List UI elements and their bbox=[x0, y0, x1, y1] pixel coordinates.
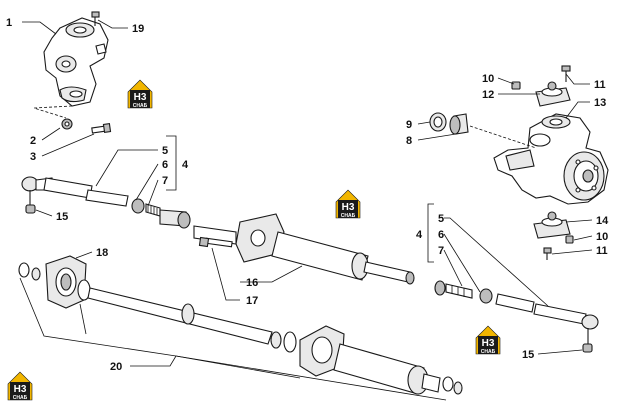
callout-labels: 1 19 2 3 10 11 12 13 9 8 5 6 7 4 15 14 1… bbox=[6, 17, 609, 373]
callout-15-left: 15 bbox=[56, 211, 68, 223]
bolt-19 bbox=[91, 11, 100, 26]
logo-mark: H3 bbox=[14, 384, 27, 395]
callout-13: 13 bbox=[594, 97, 606, 109]
callout-20: 20 bbox=[110, 361, 122, 373]
callout-1: 1 bbox=[6, 17, 12, 29]
right-spring-7 bbox=[445, 283, 473, 299]
steering-cylinder-16 bbox=[193, 213, 415, 285]
bracket-18 bbox=[45, 255, 87, 309]
callout-7-right: 7 bbox=[438, 245, 444, 257]
callout-10-top: 10 bbox=[482, 73, 494, 85]
callout-16: 16 bbox=[246, 277, 258, 289]
bushing-8 bbox=[449, 113, 469, 135]
callout-10-bottom: 10 bbox=[596, 231, 608, 243]
left-inner-joint bbox=[159, 209, 191, 229]
callout-12: 12 bbox=[482, 89, 494, 101]
left-steering-knuckle bbox=[43, 17, 109, 107]
brand-logo-2: H3 CHAБ bbox=[335, 189, 361, 219]
middle-ring bbox=[283, 331, 297, 353]
callout-15-right: 15 bbox=[522, 349, 534, 361]
callout-7-left: 7 bbox=[162, 175, 168, 187]
callout-8: 8 bbox=[406, 135, 412, 147]
logo-mark: H3 bbox=[134, 92, 147, 103]
callout-5-left: 5 bbox=[162, 145, 168, 157]
callout-9: 9 bbox=[406, 119, 412, 131]
callout-3: 3 bbox=[30, 151, 36, 163]
logo-caption: CHAБ bbox=[133, 103, 148, 109]
callout-19: 19 bbox=[132, 23, 144, 35]
axle-housing bbox=[299, 325, 441, 395]
left-rings bbox=[18, 262, 41, 281]
nut-10-bottom bbox=[565, 235, 574, 244]
nut-2 bbox=[61, 118, 73, 130]
callout-4-left: 4 bbox=[182, 159, 189, 171]
logo-mark: H3 bbox=[342, 202, 355, 213]
brand-logo-1: H3 CHAБ bbox=[127, 79, 153, 109]
right-tie-rod-end-15 bbox=[581, 314, 599, 353]
ring-9 bbox=[429, 112, 447, 132]
axle-shaft-20 bbox=[77, 279, 282, 349]
brand-logo-3: H3 CHAБ bbox=[475, 325, 501, 355]
logo-caption: CHAБ bbox=[13, 395, 28, 401]
left-nut-6 bbox=[131, 198, 145, 214]
bolt-11-bottom bbox=[543, 247, 552, 260]
callout-11-bottom: 11 bbox=[596, 245, 608, 257]
callout-5-right: 5 bbox=[438, 213, 444, 225]
bolt-17 bbox=[198, 236, 233, 248]
callout-6-left: 6 bbox=[162, 159, 168, 171]
bolt-11-top bbox=[561, 65, 571, 82]
ball-joint-14 bbox=[533, 211, 571, 239]
callout-6-right: 6 bbox=[438, 229, 444, 241]
callout-2: 2 bbox=[30, 135, 36, 147]
callout-11-top: 11 bbox=[594, 79, 606, 91]
right-nut-6 bbox=[479, 288, 493, 304]
leader-lines bbox=[19, 19, 593, 401]
logo-caption: CHAБ bbox=[341, 213, 356, 219]
callout-4-right: 4 bbox=[416, 229, 423, 241]
right-rings bbox=[442, 376, 463, 395]
callout-17: 17 bbox=[246, 295, 258, 307]
callout-18: 18 bbox=[96, 247, 108, 259]
brand-logo-4: H3 CHAБ bbox=[7, 371, 33, 401]
right-steering-knuckle-13 bbox=[493, 113, 609, 205]
right-inner-joint bbox=[434, 280, 446, 296]
right-tie-rod-tube-5 bbox=[495, 293, 587, 325]
nut-10-top bbox=[511, 81, 521, 90]
callout-14: 14 bbox=[596, 215, 609, 227]
logo-caption: CHAБ bbox=[481, 349, 496, 355]
bolt-3 bbox=[91, 123, 112, 134]
logo-mark: H3 bbox=[482, 338, 495, 349]
left-tie-rod-tube-5 bbox=[43, 177, 129, 207]
ball-joint-12 bbox=[535, 81, 571, 107]
